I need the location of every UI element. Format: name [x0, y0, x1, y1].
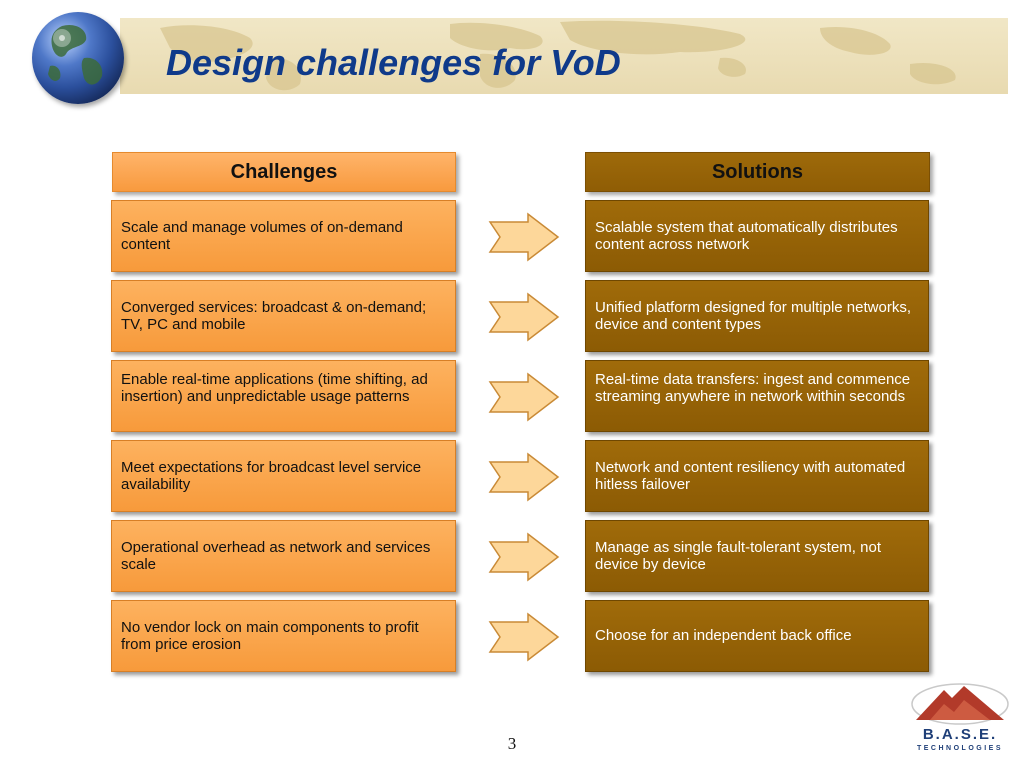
solutions-header: Solutions: [585, 152, 930, 192]
solution-box: Real-time data transfers: ingest and com…: [585, 360, 929, 432]
challenge-box: Meet expectations for broadcast level se…: [111, 440, 456, 512]
right-arrow-icon: [488, 372, 560, 422]
solution-box: Manage as single fault-tolerant system, …: [585, 520, 929, 592]
title-banner: [120, 18, 1008, 94]
challenge-box: Enable real-time applications (time shif…: [111, 360, 456, 432]
globe-icon: [32, 12, 124, 104]
pyramid-logo-icon: [911, 683, 1009, 725]
right-arrow-icon: [488, 292, 560, 342]
challenges-header: Challenges: [112, 152, 456, 192]
solution-box: Network and content resiliency with auto…: [585, 440, 929, 512]
solution-box: Unified platform designed for multiple n…: [585, 280, 929, 352]
challenge-box: Scale and manage volumes of on-demand co…: [111, 200, 456, 272]
company-logo: B.A.S.E. TECHNOLOGIES: [910, 678, 1010, 758]
right-arrow-icon: [488, 612, 560, 662]
logo-name: B.A.S.E.: [922, 726, 998, 743]
solution-box: Scalable system that automatically distr…: [585, 200, 929, 272]
slide-title: Design challenges for VoD: [166, 42, 621, 83]
challenge-box: Operational overhead as network and serv…: [111, 520, 456, 592]
challenge-box: No vendor lock on main components to pro…: [111, 600, 456, 672]
page-number: 3: [507, 734, 517, 753]
challenge-box: Converged services: broadcast & on-deman…: [111, 280, 456, 352]
right-arrow-icon: [488, 452, 560, 502]
world-map-watermark: [160, 20, 956, 91]
right-arrow-icon: [488, 532, 560, 582]
right-arrow-icon: [488, 212, 560, 262]
logo-subtitle: TECHNOLOGIES: [916, 745, 1003, 752]
solution-box: Choose for an independent back office: [585, 600, 929, 672]
